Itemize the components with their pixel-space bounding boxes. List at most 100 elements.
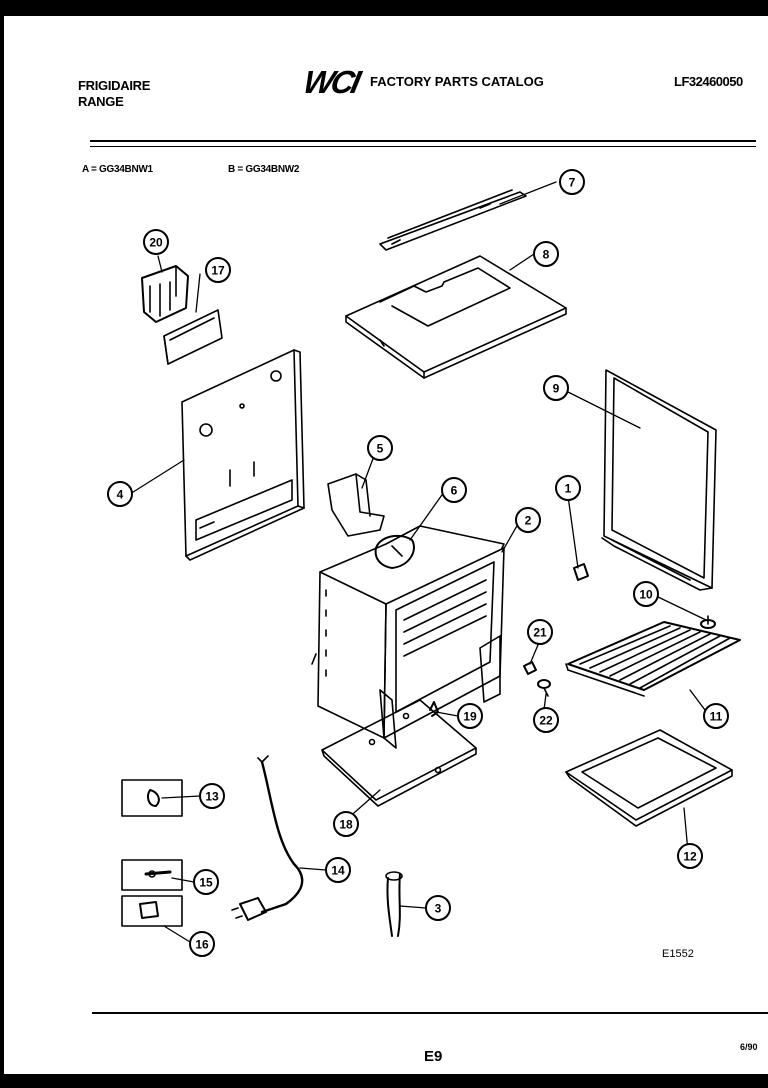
callout-label: 6 [451,484,458,498]
part-hardware-bag-a [121,779,183,817]
callout-8: 8 [533,241,559,267]
callout-label: 17 [211,264,225,278]
part-strip [163,309,223,365]
callout-circle [333,811,359,837]
part-oven-body [311,525,505,749]
callout-label: 18 [339,818,353,832]
callout-circle [677,843,703,869]
callout-label: 12 [683,850,697,864]
product-name: RANGE [78,94,124,109]
part-rack-support [700,615,716,629]
callout-circle [325,857,351,883]
callout-2: 2 [515,507,541,533]
callout-20: 20 [143,229,169,255]
part-clip [429,701,439,717]
callout-circle [189,931,215,957]
callout-circle [107,481,133,507]
callout-circle [559,169,585,195]
callout-7: 7 [559,169,585,195]
part-vent-duct [327,473,385,537]
callout-label: 19 [463,710,477,724]
part-hardware-bag-b [121,859,183,891]
callout-22: 22 [533,707,559,733]
part-hinge [573,563,589,581]
part-oven-rack [565,621,741,697]
brand-name: FRIGIDAIRE [78,78,151,93]
part-screw [537,679,551,697]
part-burner-valve [374,534,415,569]
part-bracket [141,265,189,323]
callout-circle [205,257,231,283]
callout-14: 14 [325,857,351,883]
callout-circle [143,229,169,255]
callout-label: 14 [331,864,345,878]
callout-11: 11 [703,703,729,729]
callout-label: 7 [569,176,576,190]
callout-label: 20 [149,236,163,250]
part-top-brace [379,189,527,251]
part-hardware-bag-c [121,895,183,927]
callout-3: 3 [425,895,451,921]
catalog-title: FACTORY PARTS CATALOG [370,74,544,89]
callout-circle [515,507,541,533]
catalog-page: FRIGIDAIRE RANGE WCI FACTORY PARTS CATAL… [4,16,768,1074]
callout-15: 15 [193,869,219,895]
callout-16: 16 [189,931,215,957]
part-broiler-pan [565,729,733,827]
header-rule-top [90,140,756,142]
part-electrode [385,871,403,937]
callout-label: 1 [565,482,572,496]
callout-circle [533,707,559,733]
callout-circle [533,241,559,267]
catalog-number: LF32460050 [674,74,743,89]
callout-label: 13 [205,790,219,804]
page-number: E9 [424,1048,443,1065]
callout-circle [543,375,569,401]
callout-10: 10 [633,581,659,607]
model-b: B = GG34BNW2 [228,164,300,175]
callout-4: 4 [107,481,133,507]
callout-label: 5 [377,442,384,456]
footer-rule [92,1012,768,1014]
part-side-panel [181,349,305,561]
model-a: A = GG34BNW1 [82,164,153,175]
callout-label: 22 [539,714,553,728]
callout-1: 1 [555,475,581,501]
part-door-frame [601,369,717,591]
callout-circle [193,869,219,895]
callout-label: 9 [553,382,560,396]
callout-18: 18 [333,811,359,837]
callout-label: 11 [710,710,723,724]
callout-circle [425,895,451,921]
callout-17: 17 [205,257,231,283]
part-nut [523,661,537,675]
callout-12: 12 [677,843,703,869]
callout-21: 21 [527,619,553,645]
callout-13: 13 [199,783,225,809]
callout-circle [457,703,483,729]
callout-circle [633,581,659,607]
callout-circle [527,619,553,645]
callout-leaders [129,181,709,943]
callout-label: 21 [533,626,547,640]
drawing-code: E1552 [662,948,694,960]
callout-circle [367,435,393,461]
part-cooktop-panel [345,255,567,379]
callout-label: 3 [435,902,442,916]
revision-date: 6/90 [740,1042,758,1052]
part-bottom-tray [321,699,477,807]
callout-label: 16 [195,938,209,952]
callout-5: 5 [367,435,393,461]
part-power-cord [231,755,304,921]
callout-circle [703,703,729,729]
callout-circle [555,475,581,501]
header-rule-bottom [90,146,756,147]
callout-label: 8 [543,248,550,262]
callout-19: 19 [457,703,483,729]
callout-circle [441,477,467,503]
callout-circle [199,783,225,809]
callout-label: 15 [199,876,213,890]
callout-label: 10 [639,588,653,602]
